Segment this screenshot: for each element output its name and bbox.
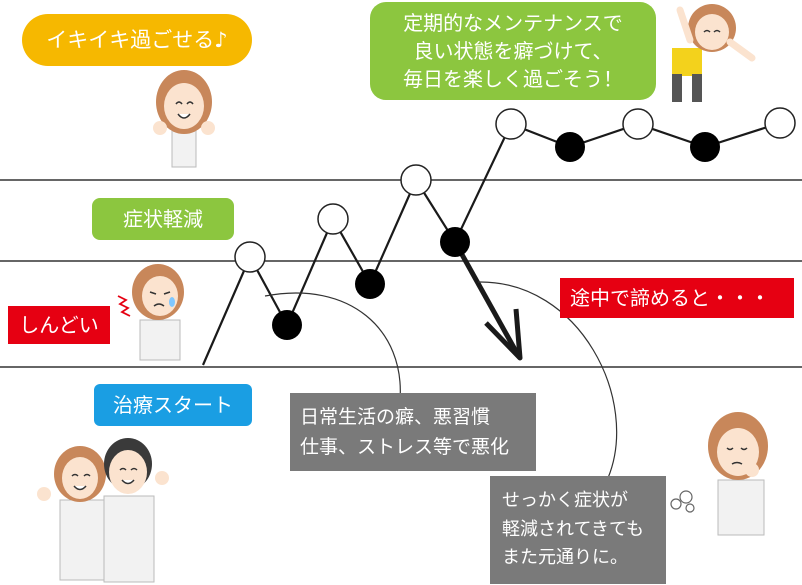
relapse-line: せっかく症状が bbox=[502, 489, 628, 511]
maintenance-speech-bubble: 定期的なメンテナンスで 良い状態を癖づけて、 毎日を楽しく過ごそう！ bbox=[370, 2, 656, 100]
node-white bbox=[622, 108, 654, 140]
painful-label: しんどい bbox=[8, 306, 110, 344]
node-white bbox=[764, 107, 796, 139]
relapse-callout-curve bbox=[477, 281, 618, 479]
worsen-cause-box: 日常生活の癖、悪習慣 仕事、ストレス等で悪化 bbox=[290, 393, 536, 471]
cheering-duo-icon bbox=[37, 438, 169, 583]
worsen-line: 仕事、ストレス等で悪化 bbox=[300, 436, 510, 458]
node-black bbox=[355, 269, 385, 299]
maintenance-line: 良い状態を癖づけて、 bbox=[413, 39, 613, 63]
node-black bbox=[272, 310, 302, 340]
worried-woman-icon bbox=[670, 412, 768, 536]
relapse-line: また元通りに。 bbox=[502, 547, 628, 569]
pained-woman-icon bbox=[117, 264, 184, 361]
good-state-label: イキイキ過ごせる♪ bbox=[22, 14, 252, 66]
node-white bbox=[400, 164, 432, 196]
give-up-label: 途中で諦めると・・・ bbox=[560, 278, 794, 318]
node-white bbox=[495, 108, 527, 140]
treatment-start-label: 治療スタート bbox=[94, 384, 252, 426]
worsen-callout-curve bbox=[264, 292, 401, 401]
give-up-arrow-head bbox=[484, 308, 523, 361]
node-white bbox=[317, 203, 349, 235]
maintenance-line: 毎日を楽しく過ごそう！ bbox=[403, 67, 623, 91]
relapse-box: せっかく症状が 軽減されてきても また元通りに。 bbox=[490, 476, 666, 584]
symptom-relief-label: 症状軽減 bbox=[92, 198, 234, 240]
worsen-line: 日常生活の癖、悪習慣 bbox=[300, 405, 491, 428]
stretching-woman-icon bbox=[672, 4, 756, 102]
cheering-woman-icon bbox=[153, 70, 215, 168]
node-black bbox=[555, 132, 585, 162]
node-white bbox=[234, 241, 266, 273]
give-up-arrow-line bbox=[452, 240, 521, 357]
node-black bbox=[690, 132, 720, 162]
maintenance-line: 定期的なメンテナンスで bbox=[403, 11, 623, 35]
node-black bbox=[440, 227, 470, 257]
relapse-line: 軽減されてきても bbox=[502, 518, 645, 540]
